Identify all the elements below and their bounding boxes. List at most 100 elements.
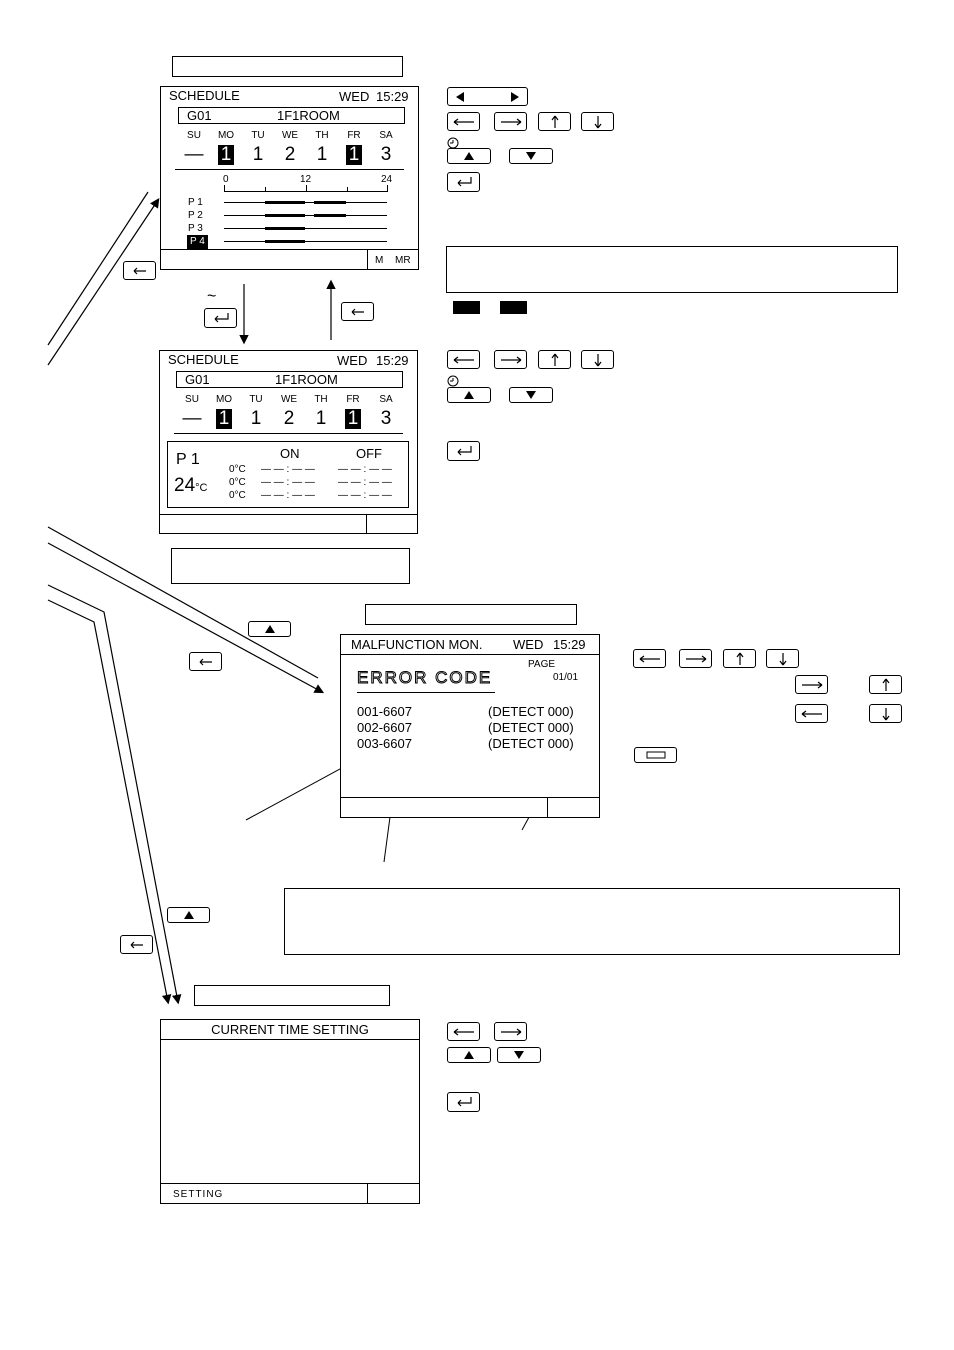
program-label-selected[interactable]: P 4 bbox=[187, 235, 208, 249]
enter-key[interactable] bbox=[204, 308, 237, 328]
enter-key[interactable] bbox=[447, 1092, 480, 1112]
day-label: SA bbox=[379, 130, 393, 141]
day-value: 1 bbox=[250, 408, 262, 429]
highlight-swatch bbox=[500, 301, 527, 314]
menu-key[interactable] bbox=[634, 747, 677, 763]
up-arrow-key[interactable] bbox=[538, 112, 571, 131]
schedule-title: SCHEDULE bbox=[168, 352, 239, 367]
error-detect: (DETECT 000) bbox=[488, 704, 574, 719]
divider bbox=[175, 169, 404, 170]
arrow-down-icon bbox=[779, 652, 786, 665]
back-key[interactable] bbox=[341, 302, 374, 321]
back-arrow-icon bbox=[133, 267, 146, 274]
row-on[interactable]: — — : — — bbox=[261, 464, 315, 475]
up-triangle-key[interactable] bbox=[447, 387, 491, 403]
left-arrow-key[interactable] bbox=[447, 1022, 480, 1041]
group-id: G01 bbox=[185, 372, 210, 387]
triangle-up-icon bbox=[464, 1051, 474, 1059]
day-label: SU bbox=[187, 130, 201, 141]
right-arrow-key[interactable] bbox=[494, 350, 527, 369]
right-arrow-key[interactable] bbox=[494, 112, 527, 131]
program-bar bbox=[314, 201, 346, 204]
triangle-down-icon bbox=[514, 1051, 524, 1059]
back-arrow-icon bbox=[199, 658, 212, 665]
triangle-up-icon bbox=[464, 391, 474, 399]
up-triangle-key[interactable] bbox=[447, 1047, 491, 1063]
program-bar bbox=[265, 227, 305, 230]
program-label[interactable]: P 2 bbox=[188, 210, 203, 221]
day-value-selected[interactable]: 1 bbox=[338, 409, 368, 429]
down-arrow-key[interactable] bbox=[869, 704, 902, 723]
day-value: 2 bbox=[283, 408, 295, 429]
down-triangle-key[interactable] bbox=[509, 387, 553, 403]
back-arrow-icon bbox=[351, 308, 364, 315]
down-arrow-key[interactable] bbox=[581, 112, 614, 131]
arrow-down-icon bbox=[594, 353, 601, 366]
schedule-day: WED bbox=[339, 89, 370, 104]
row-temp: 0°C bbox=[229, 464, 246, 475]
up-arrow-key[interactable] bbox=[538, 350, 571, 369]
enter-key[interactable] bbox=[447, 441, 480, 461]
schedule-time: 15:29 bbox=[376, 353, 409, 368]
row-off[interactable]: — — : — — bbox=[338, 464, 392, 475]
error-code: 001-6607 bbox=[357, 704, 412, 719]
group-field[interactable]: G01 1F1ROOM bbox=[178, 107, 405, 124]
up-triangle-key[interactable] bbox=[447, 148, 491, 164]
arrow-left-icon bbox=[453, 118, 474, 125]
up-triangle-key[interactable] bbox=[167, 907, 210, 923]
error-code: 003-6607 bbox=[357, 736, 412, 751]
back-key[interactable] bbox=[189, 652, 222, 671]
clock-icon bbox=[447, 375, 459, 387]
schedule-day: WED bbox=[337, 353, 368, 368]
down-triangle-key[interactable] bbox=[509, 148, 553, 164]
triangle-right-icon bbox=[511, 91, 519, 102]
row-off[interactable]: — — : — — bbox=[338, 490, 392, 501]
day-value: 3 bbox=[380, 144, 392, 165]
down-arrow-key[interactable] bbox=[581, 350, 614, 369]
day-value-selected[interactable]: 1 bbox=[209, 409, 239, 429]
malfunction-day: WED bbox=[513, 637, 544, 652]
row-temp: 0°C bbox=[229, 477, 246, 488]
up-triangle-key[interactable] bbox=[248, 621, 291, 637]
left-right-key[interactable] bbox=[447, 87, 528, 106]
arrow-right-icon bbox=[685, 655, 706, 662]
day-value-selected[interactable]: 1 bbox=[211, 145, 241, 165]
error-detect: (DETECT 000) bbox=[488, 736, 574, 751]
day-label: FR bbox=[346, 394, 360, 405]
row-off[interactable]: — — : — — bbox=[338, 477, 392, 488]
arrow-up-icon bbox=[882, 678, 889, 691]
row-on[interactable]: — — : — — bbox=[261, 490, 315, 501]
footer-mr[interactable]: MR bbox=[395, 255, 411, 266]
footer-m[interactable]: M bbox=[375, 255, 384, 266]
enter-icon bbox=[214, 313, 229, 323]
time-setting-footer[interactable]: SETTING bbox=[173, 1189, 224, 1200]
enter-key[interactable] bbox=[447, 172, 480, 192]
down-triangle-key[interactable] bbox=[497, 1047, 541, 1063]
rectangle-icon bbox=[646, 751, 665, 759]
program-label[interactable]: P 3 bbox=[188, 223, 203, 234]
note-box-malfunction bbox=[284, 888, 900, 955]
down-arrow-key[interactable] bbox=[766, 649, 799, 668]
day-value: 1 bbox=[316, 144, 328, 165]
left-arrow-key[interactable] bbox=[447, 112, 480, 131]
right-arrow-key[interactable] bbox=[795, 675, 828, 694]
up-arrow-key[interactable] bbox=[869, 675, 902, 694]
triangle-down-icon bbox=[526, 152, 536, 160]
day-label: TH bbox=[314, 394, 328, 405]
day-label: WE bbox=[281, 130, 299, 141]
left-arrow-key[interactable] bbox=[633, 649, 666, 668]
left-arrow-key[interactable] bbox=[447, 350, 480, 369]
back-key[interactable] bbox=[120, 935, 153, 954]
program-label[interactable]: P 1 bbox=[188, 197, 203, 208]
day-value-selected[interactable]: 1 bbox=[339, 145, 369, 165]
left-arrow-key[interactable] bbox=[795, 704, 828, 723]
program-name: P 1 bbox=[176, 451, 200, 468]
day-label: MO bbox=[215, 394, 233, 405]
day-value: 1 bbox=[315, 408, 327, 429]
back-key[interactable] bbox=[123, 261, 156, 280]
up-arrow-key[interactable] bbox=[723, 649, 756, 668]
row-on[interactable]: — — : — — bbox=[261, 477, 315, 488]
group-field[interactable]: G01 1F1ROOM bbox=[176, 371, 403, 388]
right-arrow-key[interactable] bbox=[494, 1022, 527, 1041]
right-arrow-key[interactable] bbox=[679, 649, 712, 668]
